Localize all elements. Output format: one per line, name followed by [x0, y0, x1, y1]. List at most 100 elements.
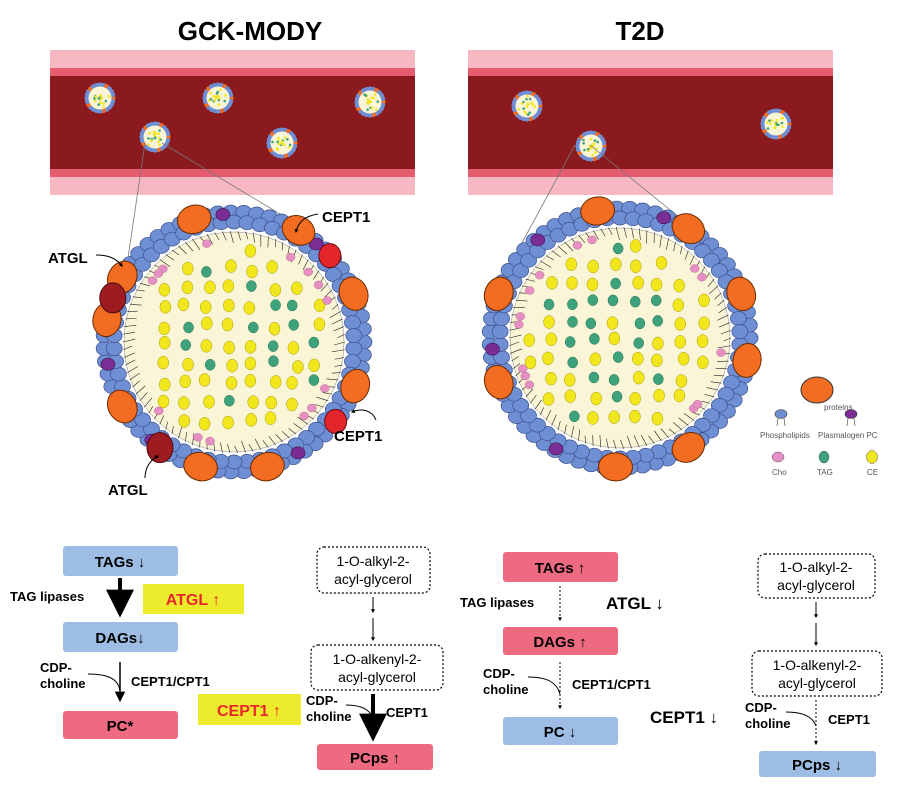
legend-protein-icon [800, 376, 834, 404]
t2d-dags: DAGs ↑ [533, 634, 586, 651]
ce-molecule [632, 370, 645, 385]
t2d-lipoprotein [481, 196, 762, 482]
protein [176, 204, 212, 235]
gck-pc-box [63, 711, 178, 739]
ce-molecule [523, 333, 536, 347]
atgl-left-label: ATGL [48, 250, 88, 267]
ce-molecule [673, 388, 686, 403]
tag-molecule [630, 295, 641, 308]
tag-molecule [652, 315, 663, 327]
ce-molecule [545, 332, 558, 346]
ce-molecule [223, 298, 235, 313]
t2d-alkyl-2: acyl-glycerol [777, 577, 855, 593]
t2d-pc: PC ↓ [544, 724, 577, 741]
ce-molecule [652, 336, 664, 351]
small-particle [511, 90, 543, 122]
protein [250, 451, 285, 482]
ce-molecule [589, 352, 602, 366]
ce-molecule [226, 358, 238, 373]
gck-pcps: PCps ↑ [350, 750, 400, 767]
tag-molecule [183, 321, 194, 334]
phospholipid [710, 397, 728, 413]
plasmalogen-pc [308, 237, 324, 251]
cho-molecule [322, 296, 332, 305]
ce-molecule [545, 371, 557, 386]
phospholipid [730, 311, 747, 326]
ce-molecule [182, 261, 194, 276]
tag-molecule [288, 319, 299, 331]
gck-atgl-highlight [143, 584, 244, 614]
t2d-cept1-down: CEPT1 ↓ [650, 708, 718, 727]
ce-molecule [247, 395, 259, 409]
ce-molecule [313, 317, 326, 332]
atgl-enzyme [146, 432, 174, 464]
cept1-enzyme [318, 243, 342, 269]
tag-molecule [201, 266, 212, 278]
ce-molecule [608, 410, 620, 424]
ce-molecule [608, 331, 621, 346]
gck-dags-box [63, 622, 178, 652]
legend-cho: Cho [772, 468, 787, 477]
ce-molecule [222, 279, 235, 293]
phospholipid [345, 328, 363, 343]
tag-molecule [607, 294, 619, 307]
ce-molecule [606, 316, 619, 330]
ce-molecule [157, 394, 170, 409]
t2d-tag-lipases: TAG lipases [460, 595, 534, 610]
t2d-pc-box [503, 717, 618, 745]
ce-molecule [177, 297, 190, 312]
gck-cept1-up: CEPT1 ↑ [217, 703, 281, 720]
ce-molecule [674, 317, 687, 331]
ce-molecule [246, 264, 258, 279]
gck-mody-title: GCK-MODY [178, 16, 322, 46]
ce-molecule [546, 276, 558, 290]
ce-molecule [629, 259, 642, 274]
gck-tag-lipases: TAG lipases [10, 589, 84, 604]
ce-molecule [698, 293, 710, 308]
cho-molecule [587, 235, 597, 245]
cho-molecule [690, 264, 700, 273]
ce-molecule [203, 395, 215, 409]
ce-molecule [286, 397, 298, 412]
tag-molecule [567, 298, 578, 311]
protein [671, 431, 706, 463]
cho-molecule [520, 371, 531, 381]
ce-molecule [629, 409, 641, 424]
tag-molecule [569, 410, 580, 423]
ce-molecule [225, 259, 237, 273]
phospholipid [512, 263, 530, 279]
ce-molecule [158, 321, 171, 336]
gck-cept1: CEPT1 [386, 705, 428, 720]
phospholipid [703, 252, 720, 268]
cho-molecule [313, 280, 324, 290]
ce-molecule [158, 283, 171, 297]
cept1-top-label: CEPT1 [322, 209, 370, 226]
cho-molecule [697, 272, 707, 282]
legend-plasmalogen: Plasmalogen PC [818, 431, 878, 440]
legend-tag: TAG [817, 468, 833, 477]
tag-molecule [567, 316, 578, 328]
plasmalogen-pc [485, 342, 500, 356]
t2d-choline: choline [483, 682, 529, 697]
small-particle [84, 82, 116, 114]
ce-molecule [542, 351, 554, 366]
ce-molecule [650, 277, 663, 292]
tag-molecule [270, 299, 281, 311]
t2d-pathway: TAGs ↑ TAG lipases ATGL ↓ DAGs ↑ CDP- ch… [460, 552, 883, 777]
ce-molecule [225, 376, 238, 390]
tag-molecule [246, 280, 257, 292]
protein [671, 213, 706, 245]
cho-molecule [514, 320, 524, 329]
t2d-choline2: choline [745, 716, 791, 731]
zoom-lines [127, 142, 686, 266]
ce-molecule [677, 352, 690, 366]
ce-molecule [204, 280, 216, 295]
gck-alkyl-1: 1-O-alkyl-2- [336, 553, 409, 569]
ce-molecule [651, 411, 664, 426]
ce-molecule [673, 278, 685, 293]
cho-molecule [202, 239, 212, 248]
ce-molecule [587, 259, 599, 274]
cho-molecule [154, 406, 164, 416]
tag-molecule [608, 374, 620, 386]
legend-phospholipids: Phospholipids [760, 431, 810, 440]
